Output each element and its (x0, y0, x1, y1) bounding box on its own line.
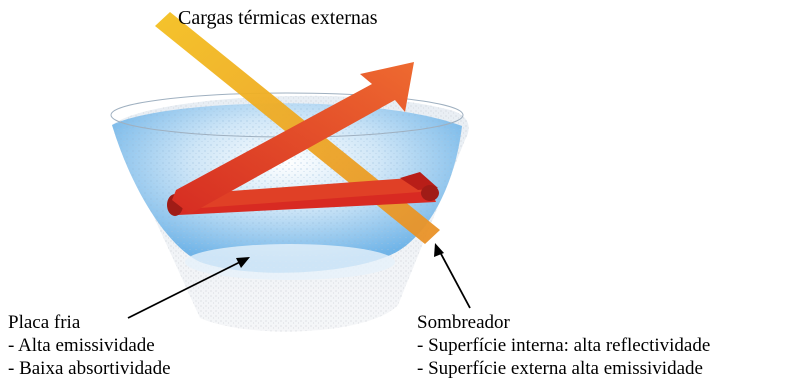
shield-label-block: Sombreador - Superfície interna: alta re… (417, 312, 710, 380)
cold-plate-property: - Baixa absortividade (8, 357, 171, 379)
cold-plate-label-block: Placa fria - Alta emissividade - Baixa a… (8, 312, 171, 380)
placa-pointer-line (127, 261, 241, 319)
shield-property: - Superfície externa alta emissividade (417, 357, 703, 379)
cold-plate (185, 244, 395, 280)
cold-plate-property: - Alta emissividade (8, 334, 155, 356)
sombreador-pointer-line (439, 251, 471, 309)
shield-property: - Superfície interna: alta reflectividad… (417, 334, 711, 356)
shield-name: Sombreador (417, 312, 510, 333)
cold-plate-name: Placa fria (8, 312, 81, 333)
diagram-title: Cargas térmicas externas (178, 7, 378, 29)
reflected-radiation-arrow (172, 62, 414, 214)
